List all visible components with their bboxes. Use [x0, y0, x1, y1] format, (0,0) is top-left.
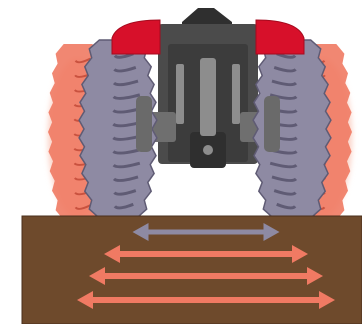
fender-left: [112, 20, 160, 54]
fender-right: [256, 20, 304, 54]
current-tire-left: [79, 40, 157, 218]
current-tire-right: [253, 40, 331, 218]
tractor-body: [146, 8, 270, 168]
